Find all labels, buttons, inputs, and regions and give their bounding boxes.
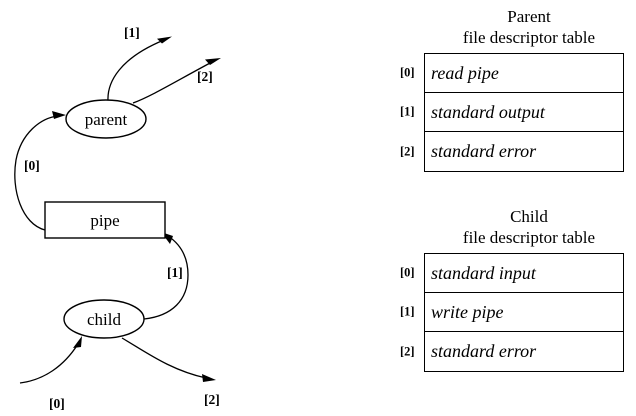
node-pipe-label: pipe — [90, 211, 119, 230]
node-child[interactable] — [63, 299, 145, 339]
arrowhead-stdin-to-child — [73, 336, 82, 348]
node-child-label: child — [87, 310, 121, 329]
fd-index: [2] — [400, 144, 415, 158]
edge-label-parent-stdout: [1] — [124, 25, 140, 40]
parent-fd-table: Parent file descriptor table [0] read pi… — [400, 6, 636, 172]
child-fd-table: Child file descriptor table [0] standard… — [400, 206, 636, 372]
table-row[interactable]: [2] standard error — [400, 132, 623, 171]
parent-fd-table-title: Parent file descriptor table — [400, 6, 636, 48]
table-row[interactable]: [0] standard input — [400, 254, 623, 293]
table-row[interactable]: [1] standard output — [400, 93, 623, 132]
fd-value: standard error — [431, 141, 537, 161]
process-pipe-diagram: parent pipe child [1] [2] [0] [1] [0] [2… — [14, 25, 221, 411]
child-fd-table-title: Child file descriptor table — [400, 206, 636, 248]
node-parent-label: parent — [85, 110, 128, 129]
arrowhead-parent-stderr — [205, 58, 221, 65]
arrowhead-child-stderr — [202, 374, 216, 382]
edge-child-to-pipe — [143, 235, 189, 320]
edge-parent-stdout — [107, 39, 165, 102]
arrowhead-pipe-to-parent — [52, 111, 66, 119]
table-row[interactable]: [0] read pipe — [400, 54, 623, 93]
node-parent[interactable] — [65, 99, 147, 139]
table-row[interactable]: [1] write pipe — [400, 293, 623, 332]
edge-child-stderr — [121, 337, 207, 379]
fd-index: [0] — [400, 65, 415, 80]
edge-parent-stderr — [132, 61, 213, 104]
arrowhead-parent-stdout — [157, 36, 172, 44]
fd-index: [1] — [400, 104, 415, 119]
edge-pipe-to-parent — [14, 115, 59, 231]
edge-label-pipe-to-parent: [0] — [24, 158, 40, 173]
fd-index: [1] — [400, 304, 415, 319]
edge-stdin-to-child — [19, 343, 79, 384]
table-row[interactable]: [2] standard error — [400, 332, 623, 371]
parent-fd-table-title-line2: file descriptor table — [462, 28, 596, 47]
fd-value: standard input — [431, 262, 536, 283]
fd-value: standard output — [431, 101, 545, 122]
node-pipe[interactable] — [44, 201, 166, 239]
fd-value: standard error — [431, 341, 537, 361]
edge-label-child-stderr: [2] — [204, 392, 220, 407]
fd-index: [0] — [400, 265, 415, 280]
child-fd-table-title-line1: Child — [510, 207, 548, 226]
edge-label-stdin-to-child: [0] — [49, 396, 65, 411]
edge-label-parent-stderr: [2] — [197, 69, 213, 84]
edge-label-child-to-pipe: [1] — [167, 265, 183, 280]
fd-value: read pipe — [431, 62, 499, 83]
parent-fd-table-rows: [0] read pipe [1] standard output [2] st… — [400, 53, 624, 172]
fd-value: write pipe — [431, 301, 504, 322]
child-fd-table-title-line2: file descriptor table — [462, 228, 596, 247]
fd-index: [2] — [400, 344, 415, 358]
child-fd-table-rows: [0] standard input [1] write pipe [2] st… — [400, 253, 624, 372]
parent-fd-table-title-line1: Parent — [507, 7, 551, 26]
